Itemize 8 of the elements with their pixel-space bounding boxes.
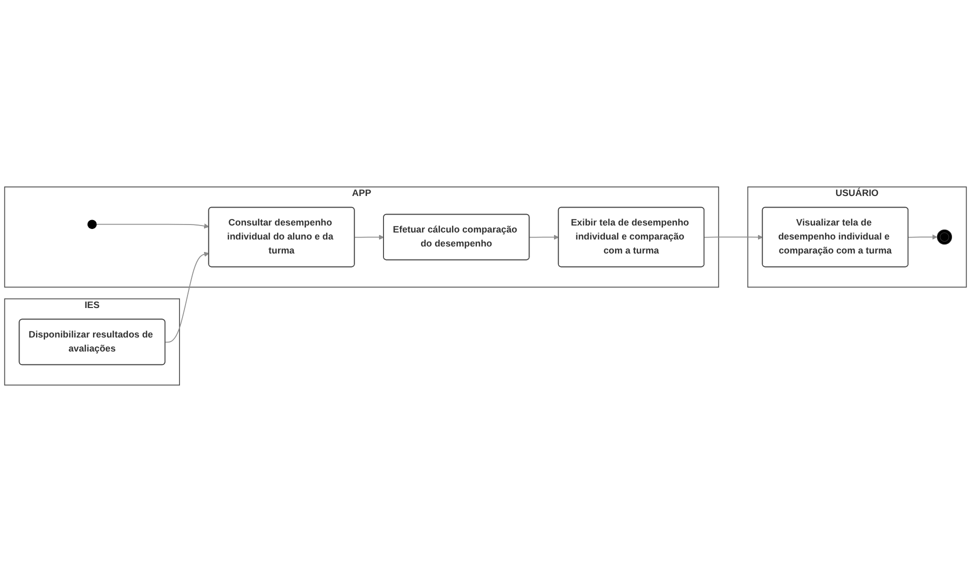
node-circle [87, 220, 97, 230]
node-circle [936, 229, 952, 245]
arrow [164, 252, 210, 343]
arrow [908, 234, 938, 240]
arrow [96, 224, 210, 229]
arrow [354, 234, 384, 240]
arrow [529, 234, 559, 240]
arrow [704, 234, 763, 240]
